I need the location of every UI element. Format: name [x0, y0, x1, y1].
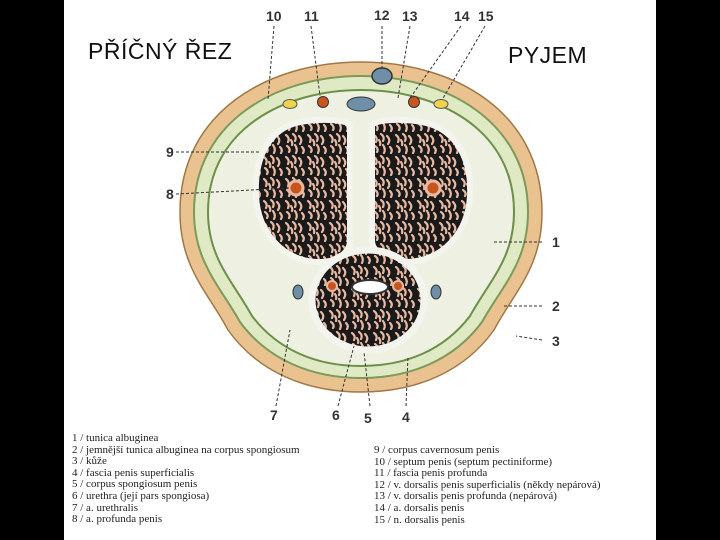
- deep-artery-left: [287, 179, 305, 197]
- slide-canvas: PŘÍČNÝ ŘEZ PYJEM: [64, 0, 656, 540]
- callout-8: 8: [166, 186, 174, 202]
- callout-10: 10: [266, 8, 282, 24]
- callout-5: 5: [364, 410, 372, 426]
- legend-item: 2 / jemnější tunica albuginea na corpus …: [72, 443, 300, 456]
- urethral-artery-right: [392, 280, 404, 292]
- dorsal-nerve-left: [282, 99, 298, 109]
- legend-item: 13 / v. dorsalis penis profunda (nepárov…: [374, 490, 557, 503]
- lateral-vein-right: [430, 284, 442, 300]
- callout-12: 12: [374, 7, 390, 23]
- legend-item: 15 / n. dorsalis penis: [374, 513, 465, 526]
- callout-9: 9: [166, 144, 174, 160]
- callout-1: 1: [552, 234, 560, 250]
- corpus-cavernosum-right: [369, 116, 474, 266]
- corpus-spongiosum: [308, 246, 428, 354]
- dorsal-artery-left: [317, 96, 329, 108]
- deep-dorsal-vein: [346, 96, 376, 112]
- legend-item: 8 / a. profunda penis: [72, 513, 163, 526]
- callout-3: 3: [552, 333, 560, 349]
- legend-item: 9 / corpus cavernosum penis: [374, 444, 500, 456]
- dorsal-artery-right: [408, 96, 420, 108]
- callout-13: 13: [402, 8, 418, 24]
- callout-11: 11: [304, 8, 319, 24]
- urethral-artery-left: [326, 280, 338, 292]
- legend-item: 7 / a. urethralis: [72, 501, 138, 514]
- callout-15: 15: [478, 8, 494, 24]
- callout-4: 4: [402, 409, 410, 425]
- title-left: PŘÍČNÝ ŘEZ: [88, 38, 233, 64]
- title-right: PYJEM: [508, 42, 588, 68]
- superficial-dorsal-vein: [371, 67, 393, 85]
- callout-6: 6: [332, 407, 340, 423]
- legend-item: 12 / v. dorsalis penis superficialis (ně…: [374, 478, 601, 491]
- lateral-vein-left: [292, 284, 304, 300]
- deep-artery-right: [424, 179, 442, 197]
- legend-right: 9 / corpus cavernosum penis 10 / septum …: [374, 444, 601, 526]
- legend-item: 14 / a. dorsalis penis: [374, 501, 465, 514]
- callout-7: 7: [270, 407, 278, 423]
- callout-2: 2: [552, 298, 560, 314]
- urethra: [351, 279, 389, 295]
- leader-lines: [175, 25, 543, 407]
- legend-left: 1 / tunica albuginea 2 / jemnější tunica…: [72, 432, 300, 526]
- cross-section-diagram: 10 11 12 13 14 15 9 8 1 2 3 4 5 6 7: [166, 7, 560, 426]
- legend-item: 1 / tunica albuginea: [72, 432, 159, 444]
- legend-item: 3 / kůže: [72, 455, 107, 468]
- dorsal-nerve-right: [433, 99, 449, 109]
- legend-item: 6 / urethra (její pars spongiosa): [72, 489, 210, 502]
- legend-item: 11 / fascia penis profunda: [374, 467, 488, 480]
- legend-item: 4 / fascia penis superficialis: [72, 466, 195, 479]
- callout-14: 14: [454, 8, 470, 24]
- legend-item: 5 / corpus spongiosum penis: [72, 478, 198, 491]
- legend-item: 10 / septum penis (septum pectiniforme): [374, 455, 553, 468]
